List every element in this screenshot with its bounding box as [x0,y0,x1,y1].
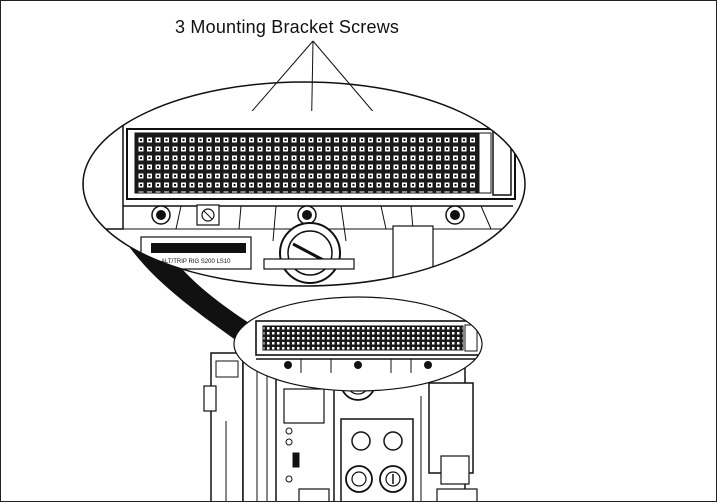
breaker-connector [234,297,482,391]
detail-view: ALT/TRIP RIG S200 LS10 [83,111,525,286]
detail-oval [82,81,526,287]
detail-plate-text: ALT/TRIP RIG S200 LS10 [161,259,231,265]
callout-label: 3 Mounting Bracket Screws [175,17,400,37]
locator-oval [233,296,483,392]
